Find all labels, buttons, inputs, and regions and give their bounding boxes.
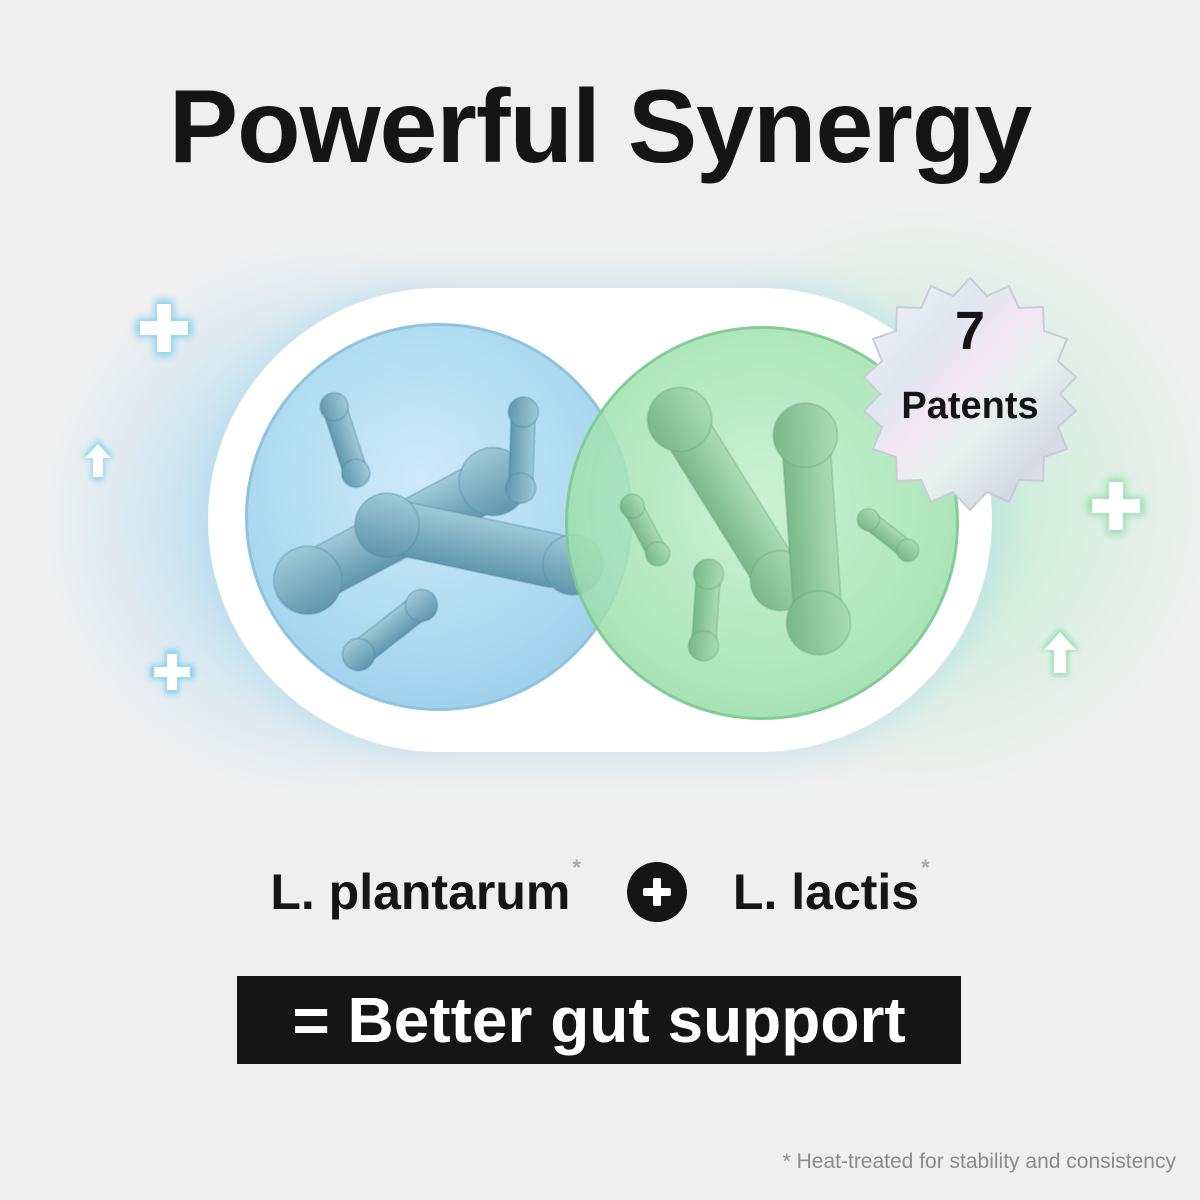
result-banner: = Better gut support	[237, 976, 961, 1064]
bacteria-icon	[619, 493, 671, 567]
bacteria-icon	[856, 507, 920, 563]
bacteria-icon	[319, 391, 371, 489]
patent-count: 7	[954, 301, 986, 361]
bacteria-icon	[646, 386, 812, 612]
strain-formula: L. plantarum* L. lactis*	[0, 855, 1200, 922]
bacteria-icon	[341, 588, 439, 672]
footnote-marker: *	[572, 855, 581, 880]
footnote-marker: *	[921, 855, 930, 880]
result-text: = Better gut support	[292, 984, 906, 1056]
strain-name: L. lactis	[732, 864, 920, 920]
bacteria-icon	[504, 396, 540, 504]
plus-icon	[136, 300, 192, 356]
plus-icon	[1088, 478, 1144, 534]
patent-seal-icon	[862, 276, 1078, 512]
page-title: Powerful Synergy	[168, 69, 1032, 185]
footnote: * Heat-treated for stability and consist…	[782, 1150, 1176, 1173]
up-arrow-icon	[82, 440, 114, 480]
strain-name: L. plantarum	[270, 864, 571, 920]
plus-icon	[150, 650, 194, 694]
strain-l-plantarum: L. plantarum*	[270, 855, 581, 921]
plus-circle-icon	[626, 862, 687, 922]
up-arrow-icon	[1040, 628, 1080, 676]
strain-l-lactis: L. lactis*	[732, 855, 930, 921]
patent-label: Patents	[901, 385, 1039, 427]
bacteria-icon	[772, 402, 852, 656]
bacteria-icon	[687, 558, 725, 662]
